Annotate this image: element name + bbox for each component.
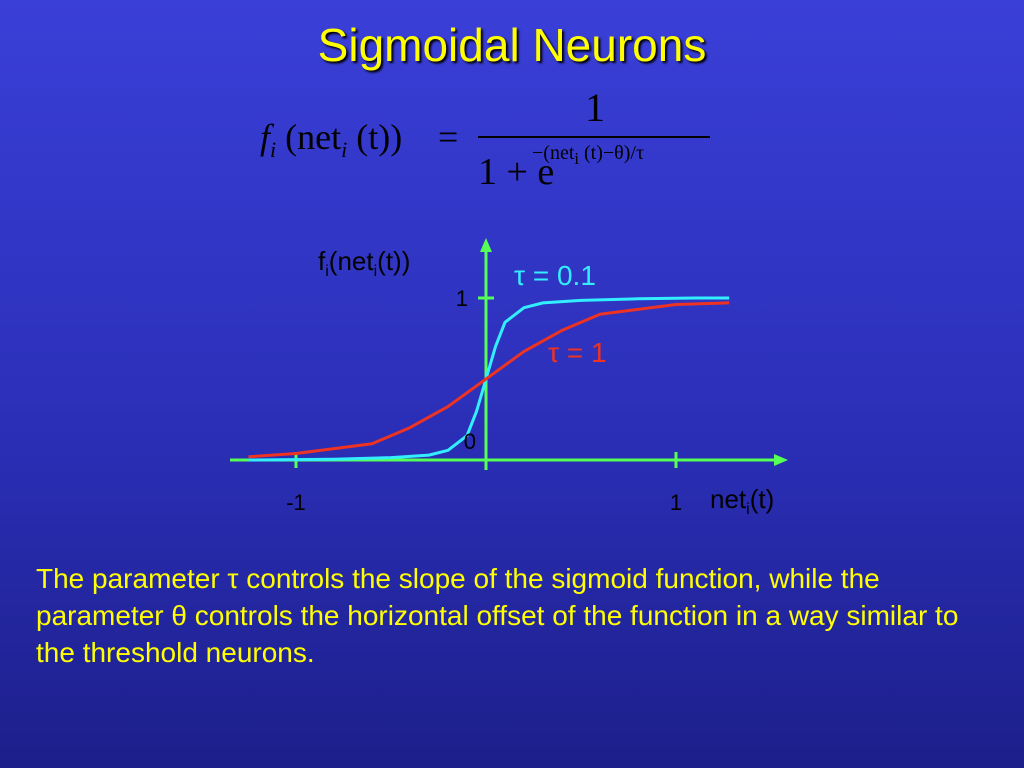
- formula-rest: (t)): [347, 117, 403, 157]
- formula-sub-i2: i: [341, 137, 348, 163]
- series-curve-tau-1: [248, 301, 730, 459]
- formula-exponent-b: (t)−θ)/τ: [579, 142, 645, 164]
- formula-open: (: [276, 117, 298, 157]
- x-axis-label: neti(t): [710, 484, 774, 518]
- slide-title: Sigmoidal Neurons: [317, 19, 707, 71]
- x-axis-label-part: i: [746, 501, 750, 518]
- formula-net: net: [297, 117, 342, 157]
- formula-lhs: fi (neti (t)): [260, 116, 402, 163]
- formula-exponent: −(neti (t)−θ)/τ: [532, 142, 644, 169]
- y-axis-label-part: (net: [329, 246, 375, 276]
- y-axis-label-part: i: [374, 263, 378, 280]
- y-axis-label-part: f: [318, 246, 326, 276]
- formula-exponent-a: −(net: [532, 142, 575, 164]
- y-tick-label: 1: [456, 286, 468, 311]
- y-axis-label-part: (t)): [377, 246, 410, 276]
- sigmoid-formula: fi (neti (t)) = 1 1 + e −(neti (t)−θ)/τ: [250, 80, 730, 200]
- x-axis-label-part: (t): [750, 484, 775, 514]
- chart-curves: [248, 296, 730, 462]
- series-label-tau-1: τ = 1: [548, 337, 607, 368]
- origin-label: 0: [464, 429, 476, 454]
- series-label-tau-0-1: τ = 0.1: [514, 260, 596, 291]
- formula-denominator: 1 + e: [478, 150, 554, 194]
- formula-denominator-text: 1 + e: [478, 151, 555, 193]
- series-curve-tau-0-1: [248, 296, 730, 462]
- x-tick-label: 1: [670, 490, 682, 515]
- formula-f: f: [260, 117, 271, 157]
- formula-sub-i: i: [270, 137, 277, 163]
- y-axis-arrow: [480, 238, 492, 252]
- y-axis-label: fi(neti(t)): [318, 246, 410, 280]
- formula-fraction-bar: [478, 136, 710, 138]
- formula-equals: =: [438, 117, 459, 157]
- description-text: The parameter τ controls the slope of th…: [36, 563, 959, 668]
- y-axis-label-part: i: [325, 263, 329, 280]
- x-tick-label: -1: [286, 490, 306, 515]
- chart-axes: [230, 238, 788, 470]
- x-axis-label-part: net: [710, 484, 747, 514]
- formula-exponent-sub: i: [574, 149, 580, 168]
- formula-numerator: 1: [585, 85, 605, 130]
- x-axis-arrow: [774, 454, 788, 466]
